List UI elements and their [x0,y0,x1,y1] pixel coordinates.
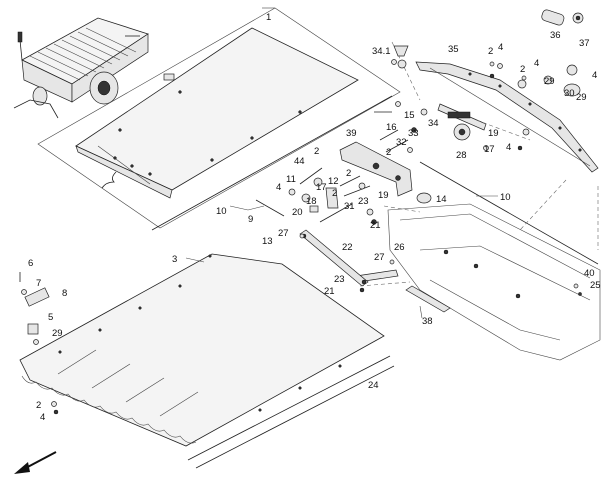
label-22: 22 [342,242,353,253]
direction-arrow-icon [14,451,57,474]
small-fasteners [299,61,582,296]
label-34-1: 34.1 [372,46,391,57]
label-33: 33 [408,128,419,139]
latch-parts [19,272,59,415]
label-17: 17 [484,144,495,155]
label-23: 23 [334,274,345,285]
cover-assembly-frame: 1 [37,7,401,229]
label-32: 32 [396,137,407,148]
label-2: 2 [36,400,41,411]
label-36: 36 [550,30,561,41]
label-44: 44 [294,156,305,167]
washer-14 [416,192,432,204]
bracket-39 [339,141,413,197]
label-24: 24 [368,380,379,391]
label-39: 39 [346,128,357,139]
label-21: 21 [370,220,381,231]
label-14: 14 [436,194,447,205]
fastener-cluster [255,167,377,225]
label-4: 4 [534,58,539,69]
chassis-outline [355,203,601,361]
label-25: 25 [590,280,601,291]
label-27: 27 [374,252,385,263]
label-19: 19 [488,128,499,139]
hub-parts [483,9,584,151]
label-28: 28 [456,150,467,161]
label-29: 29 [544,76,555,87]
label-4: 4 [498,42,503,53]
drive-assembly [420,103,487,141]
label-10: 10 [500,192,511,203]
label-8: 8 [62,288,67,299]
part-labels: 34.1 35 2 4 36 37 2 4 4 29 29 30 34 15 1… [28,30,601,423]
rod-24 [187,355,391,461]
label-13: 13 [262,236,273,247]
machine-thumbnail [13,17,149,119]
label-2: 2 [520,64,525,75]
label-7: 7 [36,278,41,289]
label-19: 19 [378,190,389,201]
label-21: 21 [324,286,335,297]
label-35: 35 [448,44,459,55]
label-18: 18 [306,196,317,207]
label-40: 40 [584,268,595,279]
label-2: 2 [314,146,319,157]
lower-cover-panel [19,253,385,447]
rod-10-right [419,161,599,265]
label-4: 4 [40,412,45,423]
leader-lines [185,195,498,319]
label-20: 20 [292,207,303,218]
strut-22 [299,229,369,287]
label-1: 1 [266,12,271,23]
label-12: 12 [328,176,339,187]
label-2: 2 [488,46,493,57]
label-34: 34 [428,118,439,129]
label-30: 30 [564,88,575,99]
pins-15-16-32-33 [374,101,417,153]
stud-34-1 [391,45,409,69]
label-10: 10 [216,206,227,217]
label-4: 4 [276,182,281,193]
label-37: 37 [579,38,590,49]
label-27: 27 [278,228,289,239]
label-5: 5 [48,312,53,323]
label-29: 29 [576,92,587,103]
label-15: 15 [404,110,415,121]
rod-10-left [151,95,393,231]
label-16: 16 [386,122,397,133]
label-31: 31 [344,201,355,212]
label-2: 2 [346,168,351,179]
label-23: 23 [358,196,369,207]
label-9: 9 [248,214,253,225]
tube-38 [405,285,451,313]
label-2: 2 [332,188,337,199]
label-2: 2 [386,147,391,158]
label-4: 4 [592,70,597,81]
label-38: 38 [422,316,433,327]
label-6: 6 [28,258,33,269]
label-4: 4 [506,142,511,153]
side-rail-35 [415,61,599,173]
label-11: 11 [286,174,296,185]
label-17: 17 [316,182,327,193]
label-26: 26 [394,242,405,253]
assembly-frame-box [37,7,401,229]
label-29: 29 [52,328,63,339]
label-3: 3 [172,254,177,265]
